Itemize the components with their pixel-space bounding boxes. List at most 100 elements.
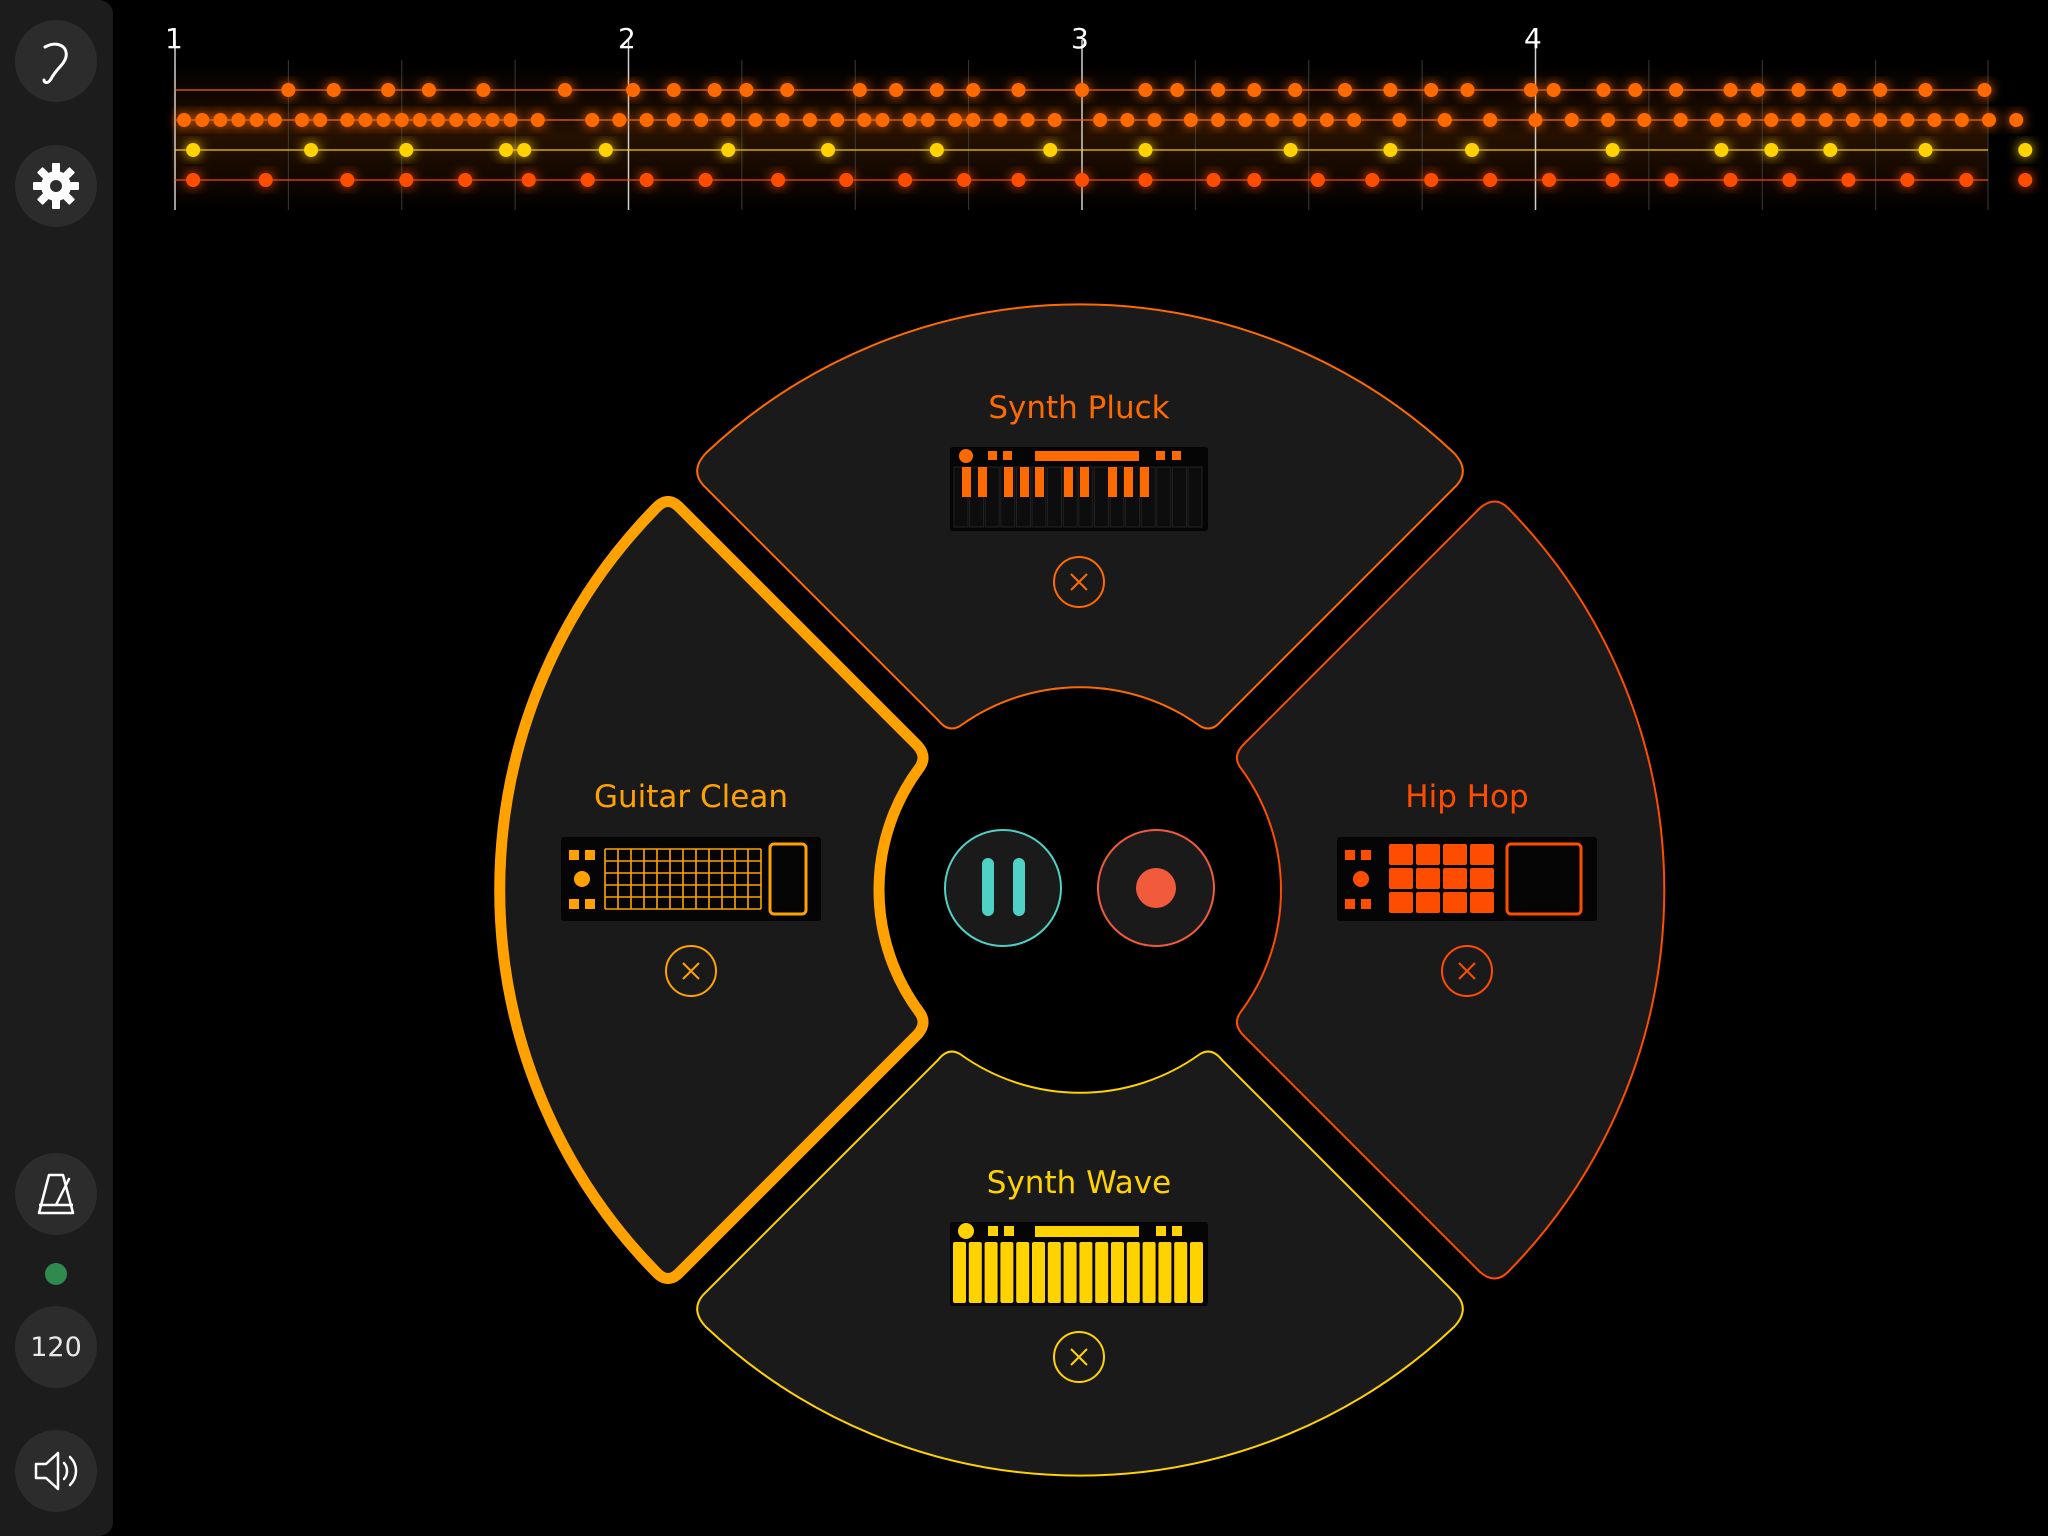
note-hit	[694, 113, 709, 127]
note-hit	[1465, 143, 1480, 157]
record-icon	[1136, 868, 1176, 908]
note-hit	[1238, 113, 1253, 127]
note-hit	[802, 113, 817, 127]
note-hit	[1959, 173, 1974, 187]
note-hit	[1605, 173, 1620, 187]
note-hit	[1982, 113, 1996, 127]
segment-label: Hip Hop	[1405, 779, 1528, 815]
note-hit	[258, 173, 273, 187]
note-hit	[1247, 173, 1262, 187]
metronome-button[interactable]	[15, 1153, 97, 1235]
note-hit	[721, 113, 736, 127]
note-hit	[1873, 113, 1888, 127]
note-hit	[1292, 113, 1307, 127]
lane-hits	[186, 143, 2033, 157]
note-hit	[503, 113, 518, 127]
note-hit	[1383, 83, 1398, 97]
note-hit	[358, 113, 373, 127]
note-hit	[186, 173, 201, 187]
segment-label: Synth Wave	[987, 1165, 1171, 1201]
note-hit	[666, 113, 681, 127]
note-hit	[780, 83, 795, 97]
note-hit	[1714, 143, 1729, 157]
note-hit	[948, 113, 963, 127]
note-hit	[707, 83, 722, 97]
lane-hits	[177, 113, 2024, 127]
note-hit	[1392, 113, 1407, 127]
note-hit	[1918, 143, 1933, 157]
note-hit	[449, 113, 464, 127]
note-hit	[1319, 113, 1334, 127]
note-hit	[399, 173, 414, 187]
note-hit	[1954, 113, 1969, 127]
note-hit	[1011, 83, 1026, 97]
bar-numbers: 1 2 3 4	[165, 22, 1542, 55]
note-hit	[830, 113, 845, 127]
close-icon	[682, 962, 700, 980]
note-hit	[1546, 83, 1561, 97]
note-hit	[1138, 143, 1153, 157]
note-hit	[1265, 113, 1280, 127]
note-hit	[1977, 83, 1992, 97]
note-hit	[1483, 173, 1498, 187]
note-hit	[1927, 113, 1942, 127]
note-hit	[1564, 113, 1579, 127]
note-hit	[1791, 83, 1806, 97]
note-hit	[1764, 113, 1779, 127]
remove-guitar-clean-button[interactable]	[665, 945, 717, 997]
note-hit	[1669, 83, 1684, 97]
note-hit	[1637, 113, 1652, 127]
note-hit	[1832, 83, 1847, 97]
note-hit	[1043, 143, 1058, 157]
lane-hits	[186, 173, 2033, 187]
settings-button[interactable]	[15, 145, 97, 227]
close-icon	[1458, 962, 1476, 980]
note-hit	[1841, 173, 1856, 187]
segment-label: Guitar Clean	[594, 779, 788, 815]
note-hit	[1664, 173, 1679, 187]
note-hit	[1818, 113, 1833, 127]
volume-button[interactable]	[15, 1430, 97, 1512]
pause-button[interactable]	[944, 829, 1062, 947]
note-hit	[857, 113, 872, 127]
note-hit	[1845, 113, 1860, 127]
note-hit	[920, 113, 935, 127]
note-hit	[721, 143, 736, 157]
note-hit	[626, 83, 641, 97]
note-hit	[1347, 113, 1362, 127]
note-hit	[195, 113, 210, 127]
note-hit	[889, 83, 904, 97]
note-hit	[666, 83, 681, 97]
tempo-button[interactable]: 120	[15, 1306, 97, 1388]
remove-hip-hop-button[interactable]	[1441, 945, 1493, 997]
note-hit	[231, 113, 246, 127]
note-hit	[177, 113, 192, 127]
remove-synth-pluck-button[interactable]	[1053, 556, 1105, 608]
gear-icon	[33, 163, 79, 209]
note-hit	[612, 113, 627, 127]
note-hit	[1120, 113, 1135, 127]
note-hit	[530, 113, 545, 127]
note-hit	[902, 113, 917, 127]
note-hit	[698, 173, 713, 187]
record-button[interactable]	[1097, 829, 1215, 947]
note-hit	[213, 113, 228, 127]
note-hit	[1424, 173, 1439, 187]
note-hit	[1460, 83, 1475, 97]
note-hit	[1020, 113, 1035, 127]
note-hit	[1628, 83, 1643, 97]
note-hit	[1424, 83, 1439, 97]
note-hit	[1823, 143, 1838, 157]
note-hit	[875, 113, 890, 127]
loop-timeline[interactable]: 1 2 3 4	[0, 0, 2048, 240]
note-hit	[381, 83, 396, 97]
note-hit	[957, 173, 972, 187]
remove-synth-wave-button[interactable]	[1053, 1331, 1105, 1383]
keyboard-instrument-icon	[950, 447, 1208, 531]
keyboard-instrument-icon	[950, 1222, 1208, 1306]
note-hit	[839, 173, 854, 187]
note-hit	[2009, 113, 2024, 127]
note-hit	[1365, 173, 1380, 187]
note-hit	[2018, 173, 2033, 187]
logo-button[interactable]	[15, 20, 97, 102]
